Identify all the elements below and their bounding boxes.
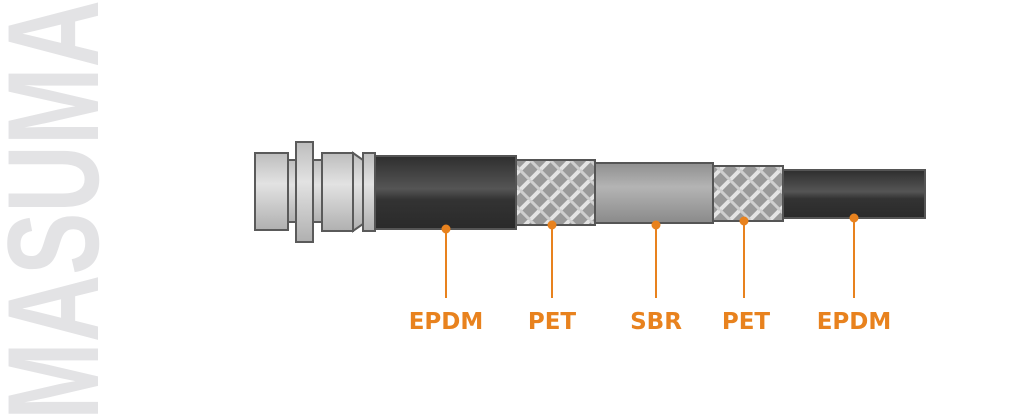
svg-text:MASUMA: MASUMA — [0, 0, 126, 420]
label-sbr: SBR — [630, 309, 682, 335]
leaders — [441, 213, 859, 298]
layer-sbr — [594, 162, 714, 224]
layer-pet-braid-2 — [712, 165, 784, 222]
label-epdm-inner: EPDM — [817, 309, 892, 335]
label-epdm-outer: EPDM — [409, 309, 484, 335]
label-pet-2: PET — [722, 309, 771, 335]
hose-fitting — [254, 141, 376, 243]
label-pet-1: PET — [528, 309, 577, 335]
layer-epdm-outer — [374, 155, 517, 230]
hose-layers — [374, 155, 926, 230]
layer-pet-braid-1 — [515, 159, 596, 226]
layer-epdm-inner — [782, 169, 926, 219]
masuma-watermark: MASUMA — [0, 0, 126, 420]
